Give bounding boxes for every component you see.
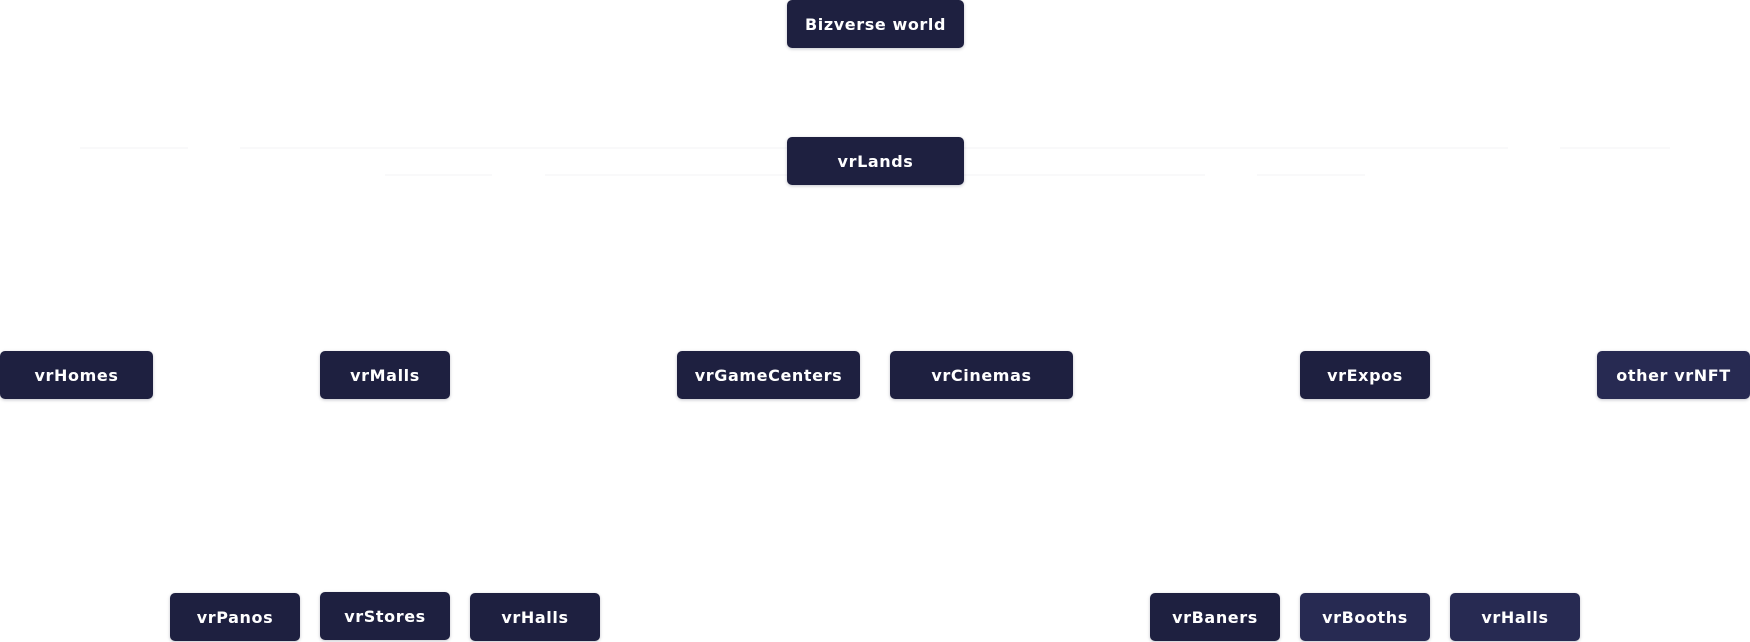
node-vrexpos: vrExpos	[1300, 351, 1430, 399]
node-bizverse-world: Bizverse world	[787, 0, 964, 48]
node-other-vrnft: other vrNFT	[1597, 351, 1750, 399]
node-vrgamecenters: vrGameCenters	[677, 351, 860, 399]
node-vrmalls: vrMalls	[320, 351, 450, 399]
node-vrhalls-expos: vrHalls	[1450, 593, 1580, 641]
node-vrpanos: vrPanos	[170, 593, 300, 641]
node-vrhalls-malls: vrHalls	[470, 593, 600, 641]
node-vrlands: vrLands	[787, 137, 964, 185]
node-vrbooths: vrBooths	[1300, 593, 1430, 641]
node-vrbaners: vrBaners	[1150, 593, 1280, 641]
node-vrstores: vrStores	[320, 592, 450, 640]
node-vrcinemas: vrCinemas	[890, 351, 1073, 399]
node-vrhomes: vrHomes	[0, 351, 153, 399]
